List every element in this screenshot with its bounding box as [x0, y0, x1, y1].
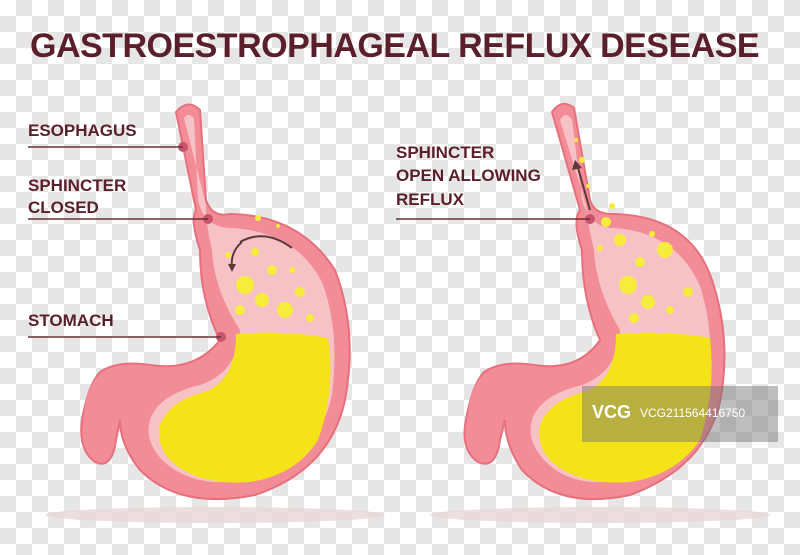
- label-sphincter-closed-line1: SPHINCTER: [28, 176, 127, 195]
- page-title: GASTROESTROPHAGEAL REFLUX DESEASE: [30, 27, 760, 65]
- leader-lines: [28, 146, 590, 338]
- label-stomach: STOMACH: [28, 311, 114, 330]
- right-bubbles: [574, 138, 693, 323]
- left-stomach-pink-notch: [84, 375, 114, 459]
- label-sphincter-open-line2: OPEN ALLOWING: [396, 166, 541, 185]
- label-sphincter-closed-line2: CLOSED: [28, 198, 99, 217]
- label-sphincter-open-line3: REFLUX: [396, 190, 464, 209]
- reflux-arrow-head: [572, 160, 582, 170]
- left-stomach: [80, 103, 351, 501]
- right-stomach-shadow: [430, 507, 770, 523]
- reflux-arrow: [577, 167, 591, 211]
- watermark-id: VCG211564416750: [640, 406, 746, 420]
- label-sphincter-open-line1: SPHINCTER: [396, 143, 495, 162]
- watermark-brand: VCG: [592, 402, 632, 422]
- left-acid-pool: [159, 332, 331, 483]
- right-acid-pool: [539, 332, 712, 483]
- right-stomach: [463, 102, 726, 501]
- watermark: VCG VCG211564416750: [582, 386, 778, 442]
- right-stomach-pink-notch: [468, 375, 498, 459]
- left-stomach-shadow: [45, 507, 385, 523]
- label-esophagus: ESOPHAGUS: [28, 121, 137, 140]
- arrow-head: [228, 264, 236, 272]
- swirl-arrow: [239, 235, 293, 249]
- left-bubbles: [225, 215, 314, 322]
